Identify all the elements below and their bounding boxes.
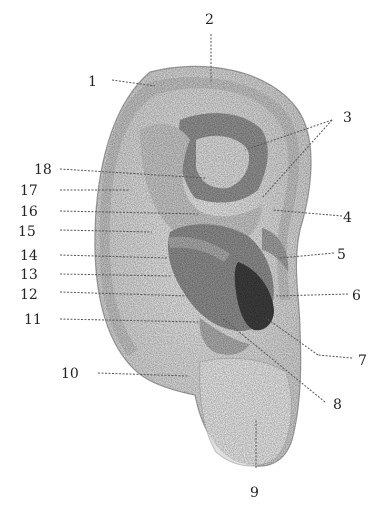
label-14: 14 <box>20 248 38 264</box>
label-13: 13 <box>20 267 38 283</box>
label-10: 10 <box>61 366 79 382</box>
label-7: 7 <box>358 353 367 369</box>
label-6: 6 <box>352 288 361 304</box>
label-4: 4 <box>343 210 352 226</box>
leader-7 <box>318 355 352 358</box>
label-2: 2 <box>205 12 214 28</box>
label-18: 18 <box>34 162 52 178</box>
stipple-texture <box>95 66 311 466</box>
label-17: 17 <box>20 183 38 199</box>
label-3: 3 <box>343 110 352 126</box>
label-9: 9 <box>250 485 259 501</box>
label-15: 15 <box>18 224 36 240</box>
label-16: 16 <box>20 204 38 220</box>
label-8: 8 <box>333 397 342 413</box>
label-11: 11 <box>24 312 42 328</box>
ear-illustration <box>95 66 311 466</box>
label-12: 12 <box>20 287 38 303</box>
label-5: 5 <box>337 247 346 263</box>
label-1: 1 <box>88 74 97 90</box>
